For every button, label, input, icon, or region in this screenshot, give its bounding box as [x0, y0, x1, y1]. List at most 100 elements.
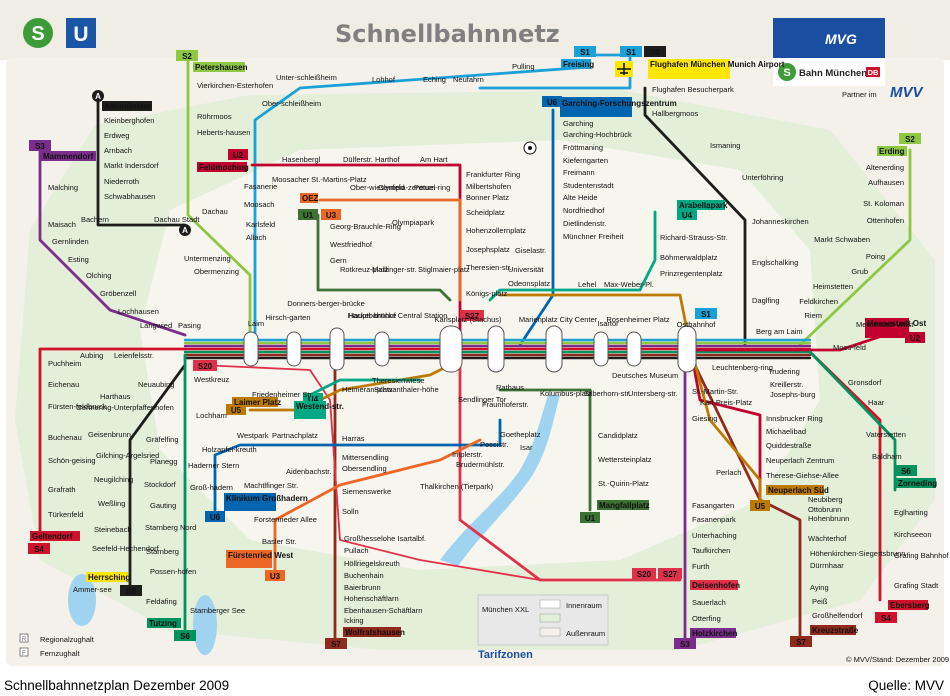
a-line	[96, 96, 187, 227]
station-label: Dachau Stadt	[154, 215, 200, 224]
station-label: Implerstr.	[452, 450, 483, 459]
station-label: Forstenrieder Allee	[254, 515, 317, 524]
badge-s1-freising: S1	[580, 48, 590, 57]
station-label: Planegg	[150, 457, 178, 466]
olympiapark-label: Olympiapark	[392, 218, 434, 227]
station-label: Obermenzing	[194, 267, 239, 276]
station-label: Dülferstr.	[343, 155, 373, 164]
map-title: Schnellbahnnetz	[335, 20, 560, 48]
mvg-logo-icon: MVG	[773, 18, 885, 58]
station-label: Buchenhain	[344, 571, 384, 580]
sbahn-muenchen-text: Bahn München	[799, 68, 867, 79]
station-label: Baierbrunn	[344, 583, 381, 592]
station-label: Sendlinger Tor	[458, 395, 507, 404]
station-label: Fröttmaning	[563, 143, 603, 152]
station-label: Garching	[563, 119, 593, 128]
station-label: Rosenheimer Platz	[606, 315, 670, 324]
station-label: Neugilching	[94, 475, 133, 484]
station-label: Eglharting	[894, 508, 928, 517]
station-label: Johanneskirchen	[752, 217, 809, 226]
station-label: Steinebach	[94, 525, 132, 534]
badge-s4-w: S4	[34, 545, 44, 554]
zone-muenchen-xxl: München XXL	[482, 605, 529, 614]
badge-s20-s: S20	[637, 570, 652, 579]
terminus-geltendorf: Geltendorf	[32, 532, 73, 541]
s8-northeast-line	[643, 86, 747, 347]
badge-u2-messe: U2	[910, 334, 921, 343]
station-label: Wettersteinplatz	[598, 455, 652, 464]
station-label: Pasing	[178, 321, 201, 330]
station-label: Weßling	[98, 499, 125, 508]
station-label: Ismaning	[710, 141, 740, 150]
ammersee-label: Ammer-see	[73, 585, 112, 594]
station-label: Giselastr.	[515, 246, 546, 255]
station-label: Grafing Stadt	[894, 581, 939, 590]
station-label: Starnberg	[146, 547, 179, 556]
terminus-klinikum: Klinikum Großhadern	[226, 494, 308, 503]
station-label: Hauptbahnhof Central Station	[349, 311, 448, 320]
terminus-westendstr: Westend-str.	[296, 402, 344, 411]
station-label: Heberts-hausen	[197, 128, 250, 137]
station-label: Grafing Bahnhof	[894, 551, 950, 560]
station-label: Englschalking	[752, 258, 798, 267]
copyright: © MVV/Stand: Dezember 2009	[846, 655, 949, 664]
hirschgarten-interchange	[286, 331, 302, 367]
station-label: Moos-feld	[833, 343, 866, 352]
station-label: Leuchtenberg-ring	[712, 363, 773, 372]
u6-southwest-line	[213, 418, 502, 512]
station-label: Schön-geising	[48, 456, 96, 465]
station-label: Taufkirchen	[692, 546, 730, 555]
station-label: Leienfelsstr.	[114, 351, 154, 360]
station-label: Puchheim	[48, 359, 81, 368]
badge-s3-nw: S3	[35, 142, 45, 151]
station-label: Türkenfeld	[48, 510, 83, 519]
station-label: Erdweg	[104, 131, 129, 140]
station-label: Holzapfel-kreuth	[202, 445, 257, 454]
station-label: Geisenbrunn	[88, 430, 131, 439]
partner-label: Partner im	[842, 90, 877, 99]
laim-interchange	[243, 331, 259, 367]
caption-right: Quelle: MVV	[868, 678, 944, 693]
station-label: Röhrmoos	[197, 112, 232, 121]
station-label: Theresien-str.	[466, 263, 512, 272]
station-label: Partnachplatz	[272, 431, 318, 440]
terminus-neuperlach-sued: Neuperlach Süd	[768, 486, 829, 495]
station-label: Fasanenpark	[692, 515, 736, 524]
mvg-logo-text: MVG	[825, 31, 857, 47]
station-label: Am Hart	[420, 155, 448, 164]
s2-northwest-line	[186, 58, 252, 347]
station-label: Giesing	[692, 414, 717, 423]
station-label: Dietlindenstr.	[563, 219, 606, 228]
station-label: Feldafing	[146, 597, 177, 606]
station-label: Kleinberghofen	[104, 116, 154, 125]
station-label: Josephs-burg	[770, 390, 815, 399]
station-label: Mittersendling	[342, 453, 389, 462]
svg-text:F: F	[22, 651, 26, 657]
station-label: Furth	[692, 562, 710, 571]
svg-text:S: S	[31, 23, 44, 45]
badge-s27-hbf: S27	[465, 312, 480, 321]
station-label: Westkreuz	[194, 375, 230, 384]
badge-u3-n: U3	[326, 211, 337, 220]
station-label: Odeonsplatz	[508, 279, 550, 288]
s7-southeast-line	[688, 353, 802, 637]
station-label: Quiddestraße	[766, 441, 811, 450]
station-label: Langwied	[140, 321, 172, 330]
station-label: Thalkirchen (Tierpark)	[420, 482, 494, 491]
station-label: Riem	[804, 311, 822, 320]
sbahn-logo-icon: S	[23, 18, 53, 48]
station-label: Studentenstadt	[563, 181, 614, 190]
terminus-kreuzstrasse: Kreuzstraße	[812, 626, 859, 635]
station-label: Olympia-zentrum	[378, 183, 435, 192]
station-label: Grafrath	[48, 485, 76, 494]
station-label: Richard-Strauss-Str.	[660, 233, 728, 242]
station-label: Therese-Giehse-Allee	[766, 471, 839, 480]
station-label: Kirchseeon	[894, 530, 932, 539]
station-label: Harras	[342, 434, 365, 443]
station-label: Vaterstetten	[866, 430, 906, 439]
u3-southwest-line	[273, 438, 482, 572]
marienplatz-interchange	[545, 325, 563, 373]
badge-s27-s: S27	[663, 570, 678, 579]
station-label: Haar	[868, 398, 885, 407]
station-label: Friedenheimer Str.	[252, 390, 314, 399]
